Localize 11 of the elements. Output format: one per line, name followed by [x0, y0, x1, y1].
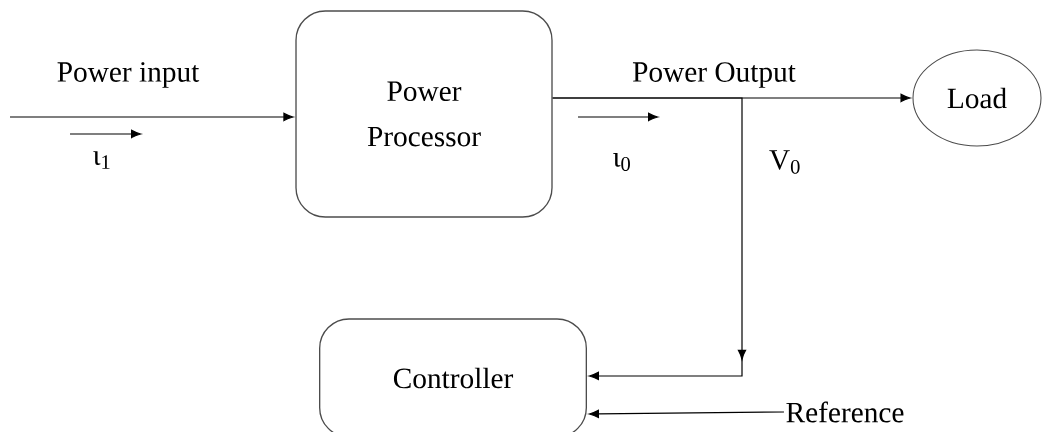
edge-label: Power Output	[632, 62, 796, 88]
process-box: Power Processor	[295, 10, 553, 218]
arrow	[552, 97, 747, 381]
controller-box: Controller	[319, 318, 587, 432]
arrow	[588, 409, 785, 419]
signal-label: V$_{0}$	[769, 150, 800, 174]
reference-text: Reference	[786, 401, 904, 423]
signal-label: ι$_{0}$	[613, 153, 630, 171]
edge-label: Power input	[57, 62, 200, 88]
arrow	[9, 112, 294, 122]
signal-label: ι$_{1}$	[93, 151, 110, 169]
